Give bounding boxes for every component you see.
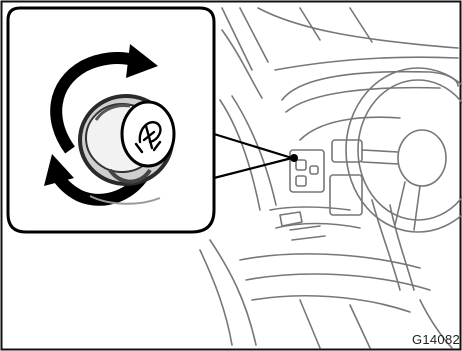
dimmer-switch-location-marker: [290, 154, 298, 162]
figure-code: G14082: [412, 332, 460, 347]
dimmer-knob: [78, 94, 174, 186]
